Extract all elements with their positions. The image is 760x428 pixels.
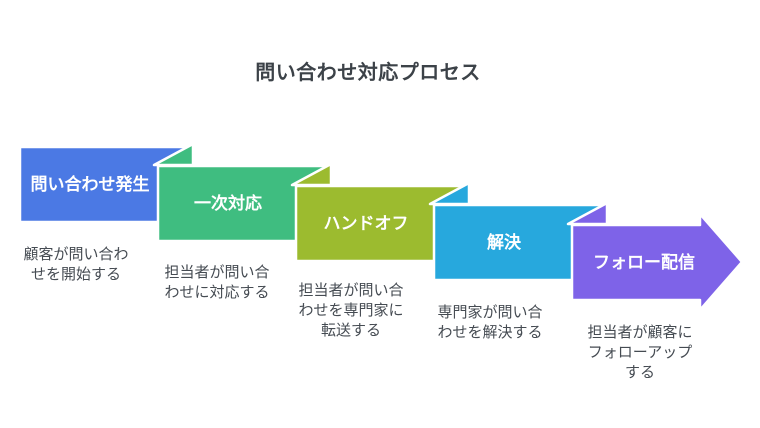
step-5-caption: 担当者が顧客に フォローアップ する: [587, 324, 693, 381]
step-4-caption: 専門家が問い合 わせを解決する: [437, 304, 543, 341]
diagram-title: 問い合わせ対応プロセス: [255, 62, 481, 84]
step-1-caption: 顧客が問い合わ せを開始する: [23, 246, 129, 283]
step-5-arrow-shape: [570, 212, 744, 312]
step-3-label: ハンドオフ: [323, 214, 409, 233]
step-2-caption: 担当者が問い合 わせに対応する: [164, 264, 270, 301]
step-2-label: 一次対応: [194, 194, 262, 213]
step-5-label: フォロー配信: [593, 253, 695, 272]
step-4-label: 解決: [487, 233, 521, 252]
step-1-label: 問い合わせ発生: [30, 175, 150, 194]
step-3-caption: 担当者が問い合 わせを専門家に 転送する: [298, 282, 404, 339]
